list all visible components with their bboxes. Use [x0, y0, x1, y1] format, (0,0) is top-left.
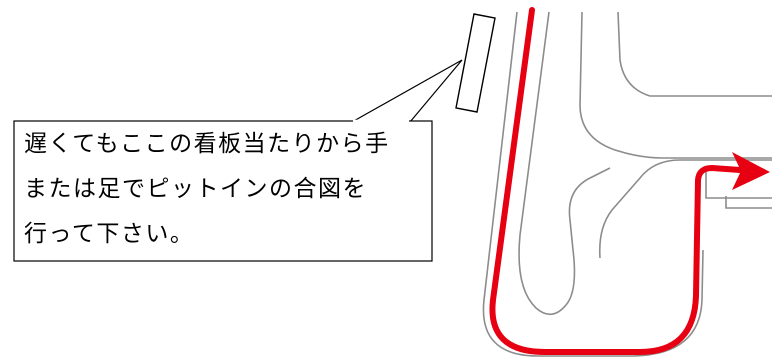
callout-text: 遅くてもここの看板当たりから手 または足でピットインの合図を 行って下さい。: [24, 122, 430, 257]
racing-line-arrowhead: [732, 152, 770, 190]
sign-board: [455, 13, 496, 113]
track-chicane-upper: [579, 11, 772, 159]
pit-lane-edge-lower: [725, 196, 772, 209]
pit-lane-edge: [705, 170, 772, 199]
callout-line-1: 遅くてもここの看板当たりから手: [24, 131, 390, 157]
track-chicane-lower: [617, 11, 772, 97]
callout-line-3: 行って下さい。: [24, 221, 195, 247]
track-outer-edge: [482, 11, 704, 357]
callout-leader: [351, 59, 463, 123]
track-island-lower: [568, 167, 611, 221]
racing-line: [489, 7, 743, 355]
callout-box: [13, 120, 433, 262]
track-island: [598, 159, 772, 259]
callout-line-2: または足でピットインの合図を: [24, 176, 367, 202]
track-inner-edge: [518, 11, 576, 316]
